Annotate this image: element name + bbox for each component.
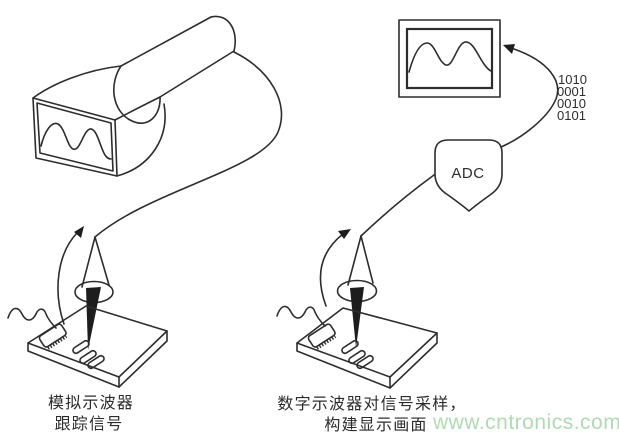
sweep-arrow-arc xyxy=(57,232,78,325)
ic-chip-body xyxy=(307,323,336,348)
board-top-face xyxy=(27,305,168,378)
crt-neck-top-edge xyxy=(120,16,212,67)
digital-oscilloscope-group: 1010 0001 0010 0101 ADC xyxy=(276,19,587,434)
crt-funnel-top-outline xyxy=(32,65,122,99)
adc-to-display-arrow xyxy=(500,44,559,148)
digital-sweep-arrow xyxy=(319,229,351,307)
component-capsule xyxy=(348,349,366,365)
board-side-faces xyxy=(27,330,168,388)
crt-screen-inner-frame xyxy=(36,102,114,172)
monitor-waveform-trace xyxy=(408,41,492,73)
analog-circuit-board xyxy=(27,305,168,388)
signal-squiggle-icon xyxy=(276,305,326,327)
ic-chip-pins xyxy=(315,334,337,350)
digital-probe xyxy=(336,235,378,348)
analog-probe-cable xyxy=(94,51,283,238)
crt-funnel-bottom-outline xyxy=(116,103,166,177)
crt-neck-endcap xyxy=(210,15,236,52)
display-monitor-icon xyxy=(398,19,501,98)
component-capsule xyxy=(72,339,90,355)
monitor-inner-frame xyxy=(405,27,494,90)
digital-caption-line1: 数字示波器对信号采样， xyxy=(277,395,466,413)
probe-body-right-edge xyxy=(360,235,374,284)
crt-screen-outer-frame xyxy=(32,97,118,177)
ic-chip-icon xyxy=(38,323,68,350)
crt-tube-icon xyxy=(32,15,236,177)
binary-line: 0010 xyxy=(557,96,586,111)
ic-chip-pins xyxy=(46,334,68,350)
probe-body-left-edge xyxy=(81,236,96,288)
crt-funnel-right-outline xyxy=(114,96,161,121)
ic-chip-body xyxy=(38,323,67,348)
crt-waveform-trace xyxy=(40,122,112,160)
signal-squiggle-icon xyxy=(7,307,57,329)
digital-caption-line2: 构建显示画面 xyxy=(324,416,427,434)
sweep-arrowhead xyxy=(74,226,84,238)
analog-caption-line1: 模拟示波器 xyxy=(48,394,134,412)
component-capsule xyxy=(341,339,359,355)
analog-probe xyxy=(74,236,114,350)
crt-neck-bottom-edge xyxy=(159,50,235,98)
ic-chip-icon xyxy=(307,323,337,350)
analog-sweep-arrow xyxy=(57,226,84,325)
adc-shield-shape xyxy=(434,139,503,212)
board-side-faces xyxy=(296,332,438,389)
probe-to-adc-cable xyxy=(360,174,435,237)
binary-line: 0101 xyxy=(557,108,586,123)
probe-needle xyxy=(350,287,364,348)
adc-block: ADC xyxy=(434,139,503,212)
component-capsule xyxy=(79,349,97,365)
binary-data-stream: 1010 0001 0010 0101 xyxy=(557,72,587,123)
display-arrowhead xyxy=(503,44,515,54)
binary-line: 1010 xyxy=(558,72,587,87)
binary-line: 0001 xyxy=(557,84,586,99)
crt-funnel-flare xyxy=(113,65,161,124)
adc-label: ADC xyxy=(451,165,484,182)
watermark: www.cntronics.com xyxy=(432,411,619,434)
probe-body-left-edge xyxy=(347,235,362,286)
adc-to-display-cable xyxy=(500,48,559,148)
probe-needle xyxy=(86,287,101,350)
component-capsule xyxy=(87,354,105,370)
component-capsule xyxy=(356,354,374,370)
analog-oscilloscope-group: 模拟示波器 跟踪信号 xyxy=(7,15,283,433)
probe-body-right-edge xyxy=(94,236,110,286)
sweep-arrowhead xyxy=(338,229,351,239)
analog-caption-line2: 跟踪信号 xyxy=(55,415,124,433)
digital-circuit-board xyxy=(296,307,438,389)
sweep-arrow-arc xyxy=(319,233,344,307)
monitor-outer-frame xyxy=(398,19,501,98)
